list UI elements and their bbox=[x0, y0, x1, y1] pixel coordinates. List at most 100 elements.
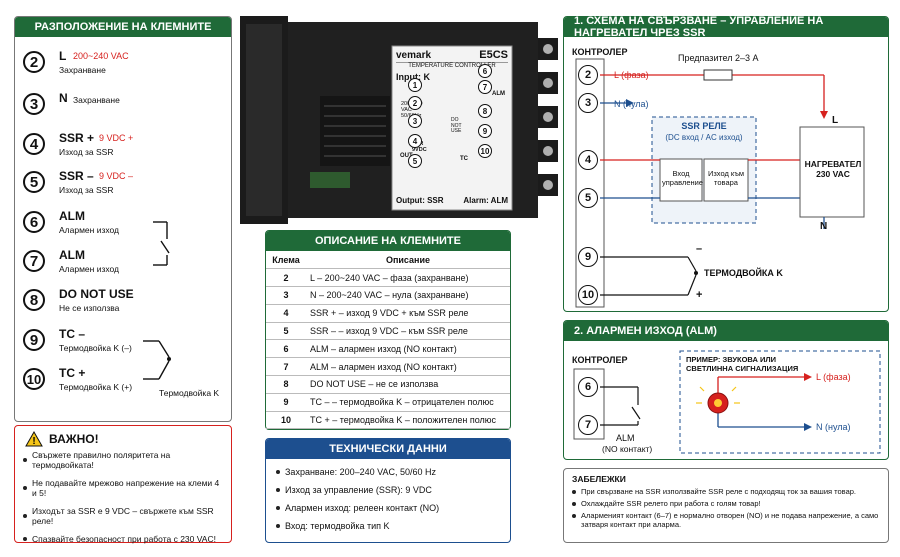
alarm-wiring-diagram bbox=[573, 350, 881, 454]
device-terminal-number: 6 bbox=[478, 64, 492, 78]
device-tc: TC bbox=[460, 156, 468, 162]
desc-terminal: 9 bbox=[266, 393, 306, 412]
desc-title: ОПИСАНИЕ НА КЛЕМНИТЕ bbox=[266, 231, 510, 251]
warning-item: Не подавайте мрежово напрежение на клеми… bbox=[23, 478, 223, 498]
fuse-label: Предпазител 2–3 А bbox=[678, 53, 759, 63]
heater-label: НАГРЕВАТЕЛ 230 VAC bbox=[804, 159, 862, 179]
device-output: Output: SSR bbox=[396, 196, 444, 205]
ssr-scheme-panel: 1. СХЕМА НА СВЪРЗВАНЕ – УПРАВЛЕНИЕ НА НА… bbox=[563, 15, 889, 312]
terminal-number-circle: 7 bbox=[23, 250, 45, 272]
terminal-description: Изход за SSR bbox=[59, 185, 114, 195]
scheme2-terminal: 7 bbox=[578, 415, 598, 435]
ssr-input-label: Вход управление bbox=[662, 169, 704, 187]
warning-text: Свържете правилно поляритета на термодво… bbox=[32, 450, 171, 470]
desc-text: SSR – – изход 9 VDC – към SSR реле bbox=[306, 322, 510, 341]
scheme1-terminal: 4 bbox=[578, 150, 598, 170]
bullet-icon bbox=[276, 506, 280, 510]
scheme1-terminal: 2 bbox=[578, 65, 598, 85]
warning-panel: ! ВАЖНО! Свържете правилно поляритета на… bbox=[14, 425, 232, 544]
device-terminal-number: 5 bbox=[408, 154, 422, 168]
terminal-number-circle: 8 bbox=[23, 289, 45, 311]
tech-text: Вход: термодвойка тип K bbox=[285, 521, 390, 531]
svg-text:!: ! bbox=[32, 436, 35, 447]
controller-device: vemark E5CS TEMPERATURE CONTROLLER Input… bbox=[240, 16, 560, 224]
bullet-icon bbox=[572, 514, 576, 518]
desc-terminal: 10 bbox=[266, 411, 306, 430]
ssr-output-label: Изход към товара bbox=[707, 169, 745, 187]
scheme1-controller-label: КОНТРОЛЕР bbox=[572, 47, 628, 57]
scheme2-terminal: 6 bbox=[578, 377, 598, 397]
scheme1-terminal: 9 bbox=[578, 247, 598, 267]
warning-text: Спазвайте безопасност при работа с 230 V… bbox=[32, 534, 216, 544]
terminal-voltage: 200~240 VAC bbox=[73, 51, 129, 61]
desc-col-description: Описание bbox=[306, 251, 510, 270]
tech-data-panel: ТЕХНИЧЕСКИ ДАННИ Захранване: 200–240 VAC… bbox=[265, 438, 511, 543]
scheme1-tc-label: ТЕРМОДВОЙКА K bbox=[704, 268, 783, 278]
scheme1-n-label: N (нула) bbox=[614, 99, 649, 109]
desc-text: TC + – термодвойка K – положителен полюс bbox=[306, 411, 510, 430]
bullet-icon bbox=[572, 502, 576, 506]
warning-item: Изходът за SSR е 9 VDC – свържете към SS… bbox=[23, 506, 223, 526]
scheme1-terminal: 5 bbox=[578, 188, 598, 208]
scheme2-no-label: (NO контакт) bbox=[602, 444, 653, 454]
device-terminal-number: 2 bbox=[408, 96, 422, 110]
terminal-number-circle: 6 bbox=[23, 211, 45, 233]
terminal-description: Захранване bbox=[73, 95, 120, 105]
scheme1-l-label: L (фаза) bbox=[614, 70, 649, 80]
desc-text: TC – – термодвойка K – отрицателен полюс bbox=[306, 393, 510, 412]
device-dnu: DO NOT USE bbox=[451, 117, 462, 134]
terminal-number-circle: 9 bbox=[23, 329, 45, 351]
tech-item: Вход: термодвойка тип K bbox=[276, 521, 500, 531]
warning-icon: ! bbox=[25, 431, 43, 447]
terminal-voltage: 9 VDC + bbox=[99, 133, 134, 143]
desc-terminal: 3 bbox=[266, 286, 306, 305]
warning-title: ВАЖНО! bbox=[49, 432, 99, 446]
heater-n-label: N bbox=[820, 221, 828, 232]
bullet-icon bbox=[23, 514, 27, 518]
device-alarm: Alarm: ALM bbox=[463, 196, 508, 205]
tech-text: Изход за управление (SSR): 9 VDC bbox=[285, 485, 432, 495]
warning-text: Изходът за SSR е 9 VDC – свържете към SS… bbox=[32, 506, 214, 526]
ssr-wiring-diagram bbox=[575, 58, 865, 308]
warning-item: Свържете правилно поляритета на термодво… bbox=[23, 450, 223, 470]
desc-text: DO NOT USE – не се използва bbox=[306, 375, 510, 394]
left-symbols bbox=[143, 221, 171, 380]
note-item: Алармeният контакт (6–7) е нормално отво… bbox=[572, 511, 880, 529]
bullet-icon bbox=[276, 524, 280, 528]
device-subtitle: TEMPERATURE CONTROLLER bbox=[396, 62, 508, 69]
desc-terminal: 5 bbox=[266, 322, 306, 341]
desc-text: N – 200~240 VAC – нула (захранване) bbox=[306, 286, 510, 305]
desc-text: L – 200~240 VAC – фаза (захранване) bbox=[306, 268, 510, 288]
bullet-icon bbox=[276, 488, 280, 492]
scheme1-terminal: 10 bbox=[578, 285, 598, 305]
device-terminal-number: 8 bbox=[478, 104, 492, 118]
terminal-description: Захранване bbox=[59, 65, 106, 75]
terminal-name: TC + bbox=[59, 366, 86, 380]
device-out: OUT bbox=[400, 153, 413, 159]
desc-col-terminal: Клема bbox=[266, 251, 306, 270]
terminal-name: N bbox=[59, 91, 68, 105]
desc-terminal: 2 bbox=[266, 268, 306, 288]
device-terminal-number: 3 bbox=[408, 114, 422, 128]
scheme2-n-label: N (нула) bbox=[816, 422, 851, 432]
terminal-name: TC – bbox=[59, 327, 86, 341]
desc-terminal: 8 bbox=[266, 375, 306, 394]
scheme1-terminal: 3 bbox=[578, 93, 598, 113]
terminal-voltage: 9 VDC – bbox=[99, 171, 134, 181]
terminal-description: Не се използва bbox=[59, 303, 120, 313]
terminal-number-circle: 2 bbox=[23, 51, 45, 73]
device-model: E5CS bbox=[479, 49, 508, 61]
ssr-relay-subtitle: (DC вход / AC изход) bbox=[665, 133, 743, 142]
terminal-description: Термодвойка K (+) bbox=[59, 382, 133, 392]
alarm-example-label: ПРИМЕР: ЗВУКОВА ИЛИ СВЕТЛИННА СИГНАЛИЗАЦ… bbox=[686, 355, 799, 373]
note-text: Охлаждайте SSR релето при работа с голям… bbox=[581, 499, 761, 508]
device-input-label: Input: bbox=[396, 72, 421, 82]
desc-terminal: 7 bbox=[266, 357, 306, 377]
